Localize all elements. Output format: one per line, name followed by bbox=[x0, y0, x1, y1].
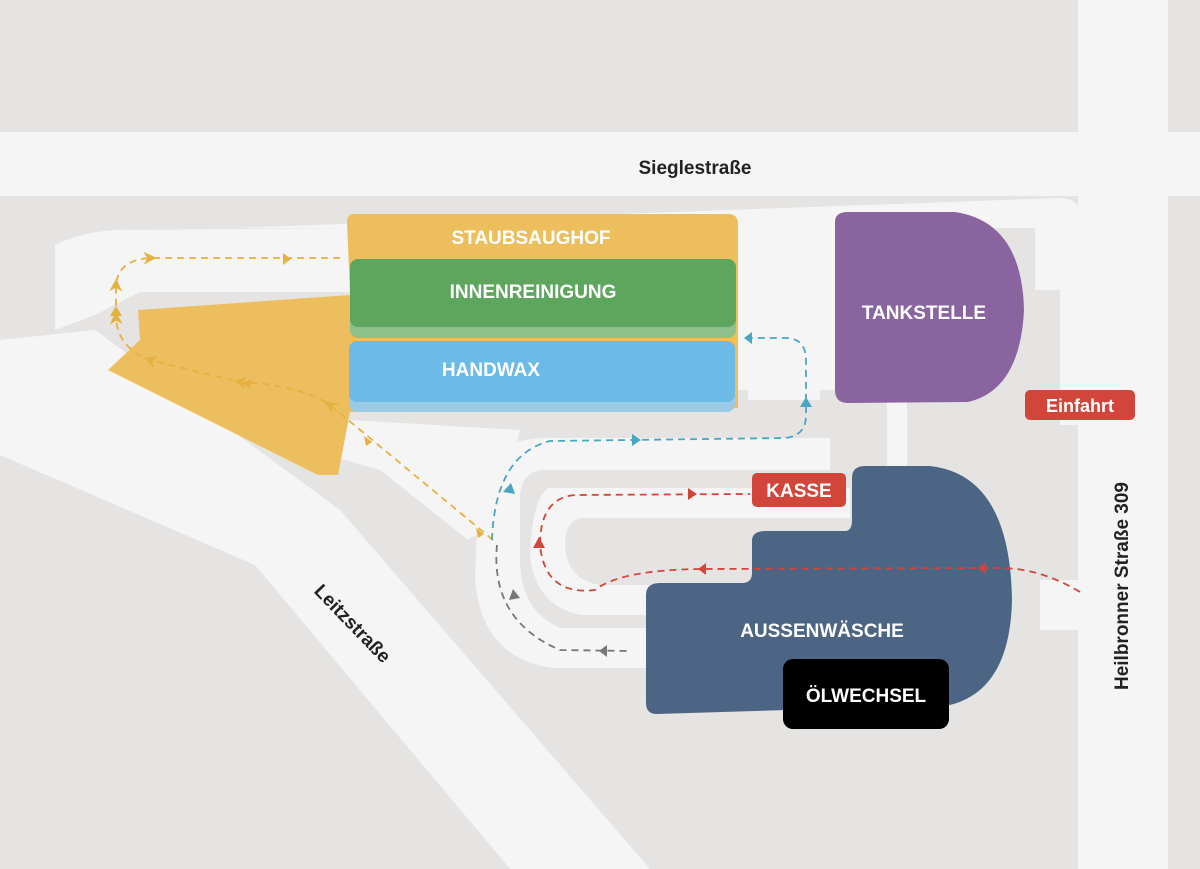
route-red-arrow-3 bbox=[533, 537, 545, 548]
zone-innenreinigung bbox=[350, 259, 736, 327]
route-yellow-arrow-2 bbox=[110, 306, 122, 316]
route-gray bbox=[495, 544, 631, 652]
zone-aussenwaesche bbox=[646, 466, 1012, 714]
zone-oelwechsel bbox=[783, 659, 949, 729]
sieglestrasse-label: Sieglestraße bbox=[639, 158, 752, 179]
route-yellow-arrow-1 bbox=[283, 253, 291, 265]
route-red-arrow-2 bbox=[698, 563, 706, 575]
tankstelle-label: TANKSTELLE bbox=[862, 303, 986, 324]
route-blue-arrow-2 bbox=[800, 397, 812, 407]
kasse-tag bbox=[752, 473, 846, 507]
route-gray-arrow-1 bbox=[599, 645, 607, 657]
route-red bbox=[539, 493, 1081, 593]
road-leitzstrasse bbox=[0, 330, 650, 869]
route-blue-arrow-1 bbox=[744, 332, 752, 344]
route-yellow-arrow-4 bbox=[364, 436, 372, 446]
route-yellow bbox=[109, 251, 494, 541]
route-blue-arrow-4 bbox=[503, 483, 515, 494]
route-red-arrow-1 bbox=[978, 562, 986, 574]
kasse-label: KASSE bbox=[766, 481, 831, 502]
route-yellow-arrow-3 bbox=[242, 379, 252, 389]
route-blue-arrow-3 bbox=[632, 434, 641, 446]
oelwechsel-label: ÖLWECHSEL bbox=[806, 686, 927, 707]
einfahrt-label: Einfahrt bbox=[1046, 396, 1114, 416]
einfahrt-tag bbox=[1025, 390, 1135, 420]
heilbronner-strasse-label: Heilbronner Straße 309 bbox=[1112, 482, 1133, 690]
innenreinigung-label: INNENREINIGUNG bbox=[450, 282, 617, 303]
aussenwaesche-label: AUSSENWÄSCHE bbox=[740, 621, 904, 642]
zone-handwax bbox=[349, 341, 735, 402]
road-heilbronner-strasse bbox=[1078, 0, 1168, 869]
route-red-arrow-4 bbox=[688, 488, 697, 500]
zone-tankstelle bbox=[835, 212, 1024, 403]
staubsaughof-label: STAUBSAUGHOF bbox=[451, 228, 610, 249]
route-gray-arrow-2 bbox=[509, 589, 520, 600]
route-blue bbox=[491, 337, 807, 541]
road-sieglestrasse bbox=[0, 132, 1200, 196]
handwax-label: HANDWAX bbox=[442, 360, 540, 381]
route-yellow-arrow-5 bbox=[476, 528, 484, 538]
